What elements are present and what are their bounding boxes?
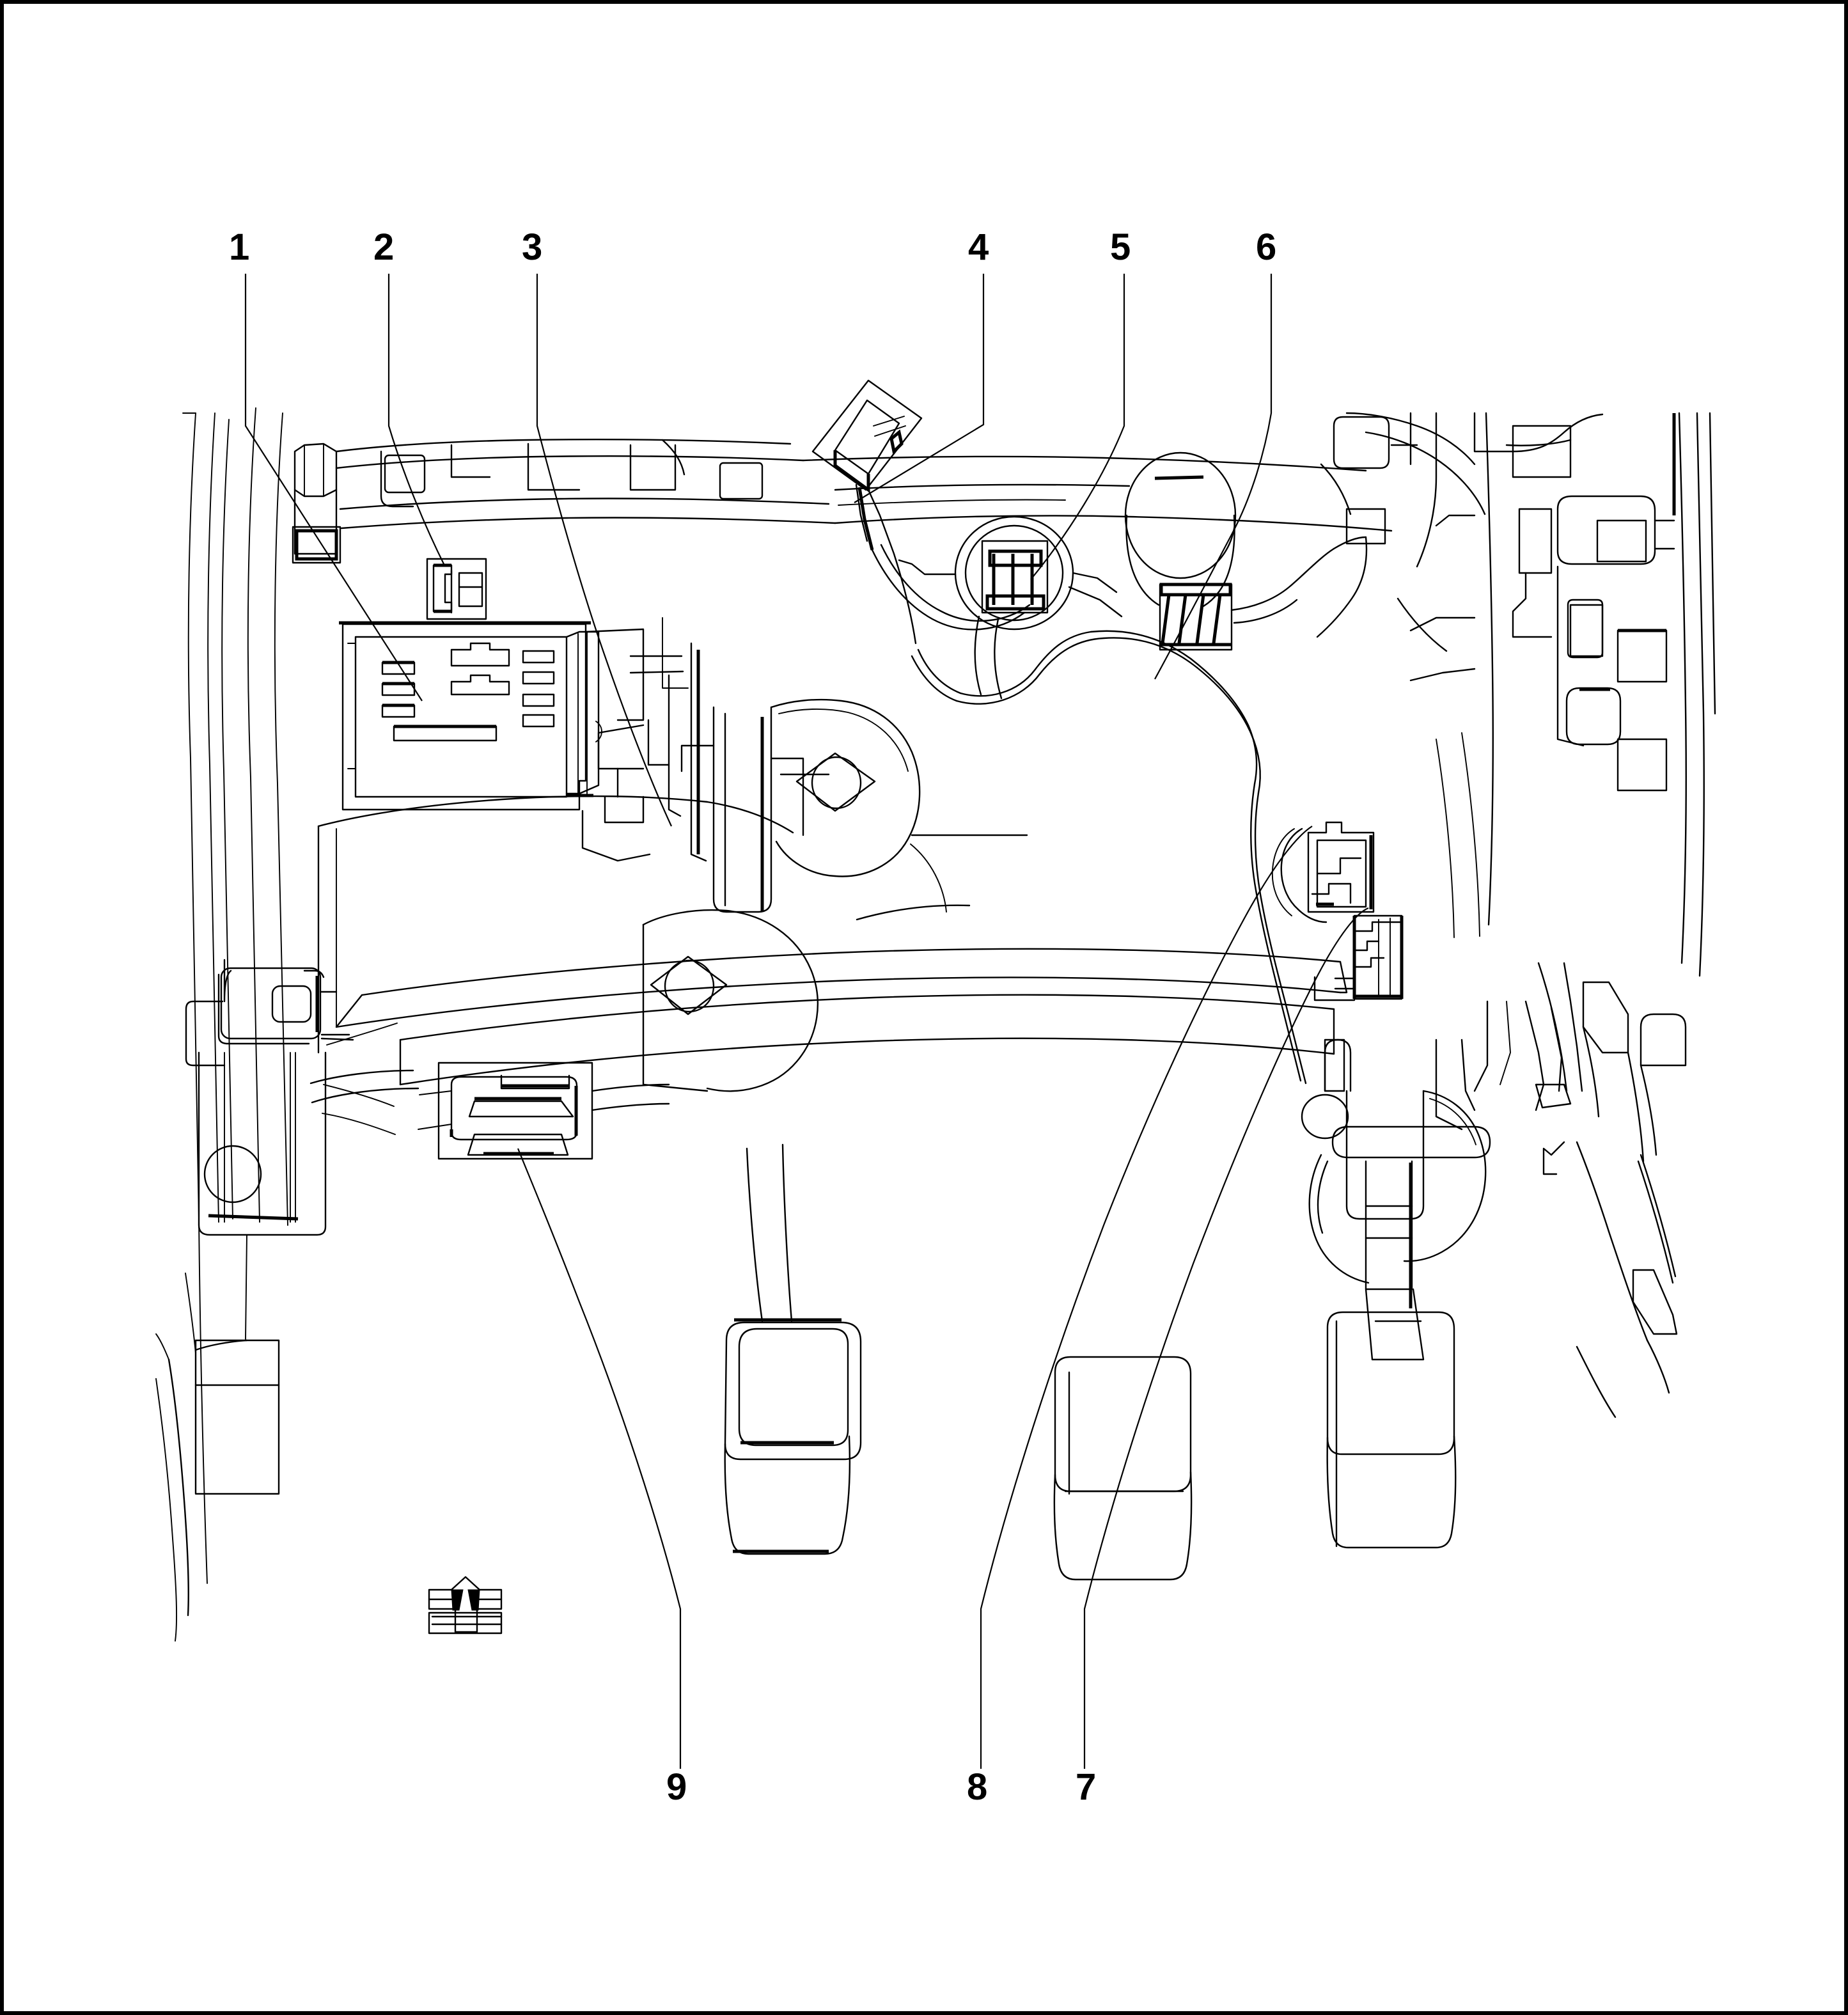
callout-label-5: 5 xyxy=(1110,226,1131,268)
direction-arrow-marker xyxy=(428,1576,503,1635)
artboard: 1 2 3 4 5 6 9 8 7 xyxy=(4,4,1844,2011)
callout-label-1: 1 xyxy=(229,226,250,268)
wiring-harness xyxy=(871,544,1307,1085)
kick-panel-bracket xyxy=(185,959,398,1236)
callout-label-4: 4 xyxy=(968,226,989,268)
dash-crossmember xyxy=(581,617,707,862)
floor-connector xyxy=(418,1062,593,1160)
callout-label-8: 8 xyxy=(967,1766,988,1808)
clutch-pedal xyxy=(1326,1311,1457,1549)
steering-column-assembly xyxy=(642,698,1028,1092)
callout-label-2: 2 xyxy=(373,226,395,268)
right-upper-trim xyxy=(1320,412,1486,652)
accelerator-pedal xyxy=(1053,1356,1193,1581)
lower-left-panel xyxy=(194,1234,280,1495)
callout-label-9: 9 xyxy=(666,1766,687,1808)
round-grommet-connector xyxy=(898,515,1123,700)
left-pillar-trim xyxy=(155,407,299,1642)
leader-lines xyxy=(244,274,1369,1769)
harness-floor-routing xyxy=(309,1069,670,1111)
angled-connector-upper xyxy=(811,379,923,645)
junction-block-fuse-panel xyxy=(339,558,602,811)
brake-pedal xyxy=(724,1143,862,1555)
callout-label-7: 7 xyxy=(1076,1766,1097,1808)
ignition-switch-barrel xyxy=(1124,451,1386,651)
callout-label-3: 3 xyxy=(522,226,543,268)
pedal-linkage-right xyxy=(1301,1000,1572,1361)
lower-right-connector-b xyxy=(1313,914,1404,1001)
callout-label-6: 6 xyxy=(1256,226,1277,268)
line-art-layer xyxy=(155,274,1716,1769)
lower-right-connector-a xyxy=(1271,821,1375,923)
dash-upper-structure xyxy=(292,439,1393,564)
footwell-brace xyxy=(317,795,1348,1086)
right-side-panel xyxy=(1409,412,1716,977)
right-outer-trim xyxy=(1537,962,1687,1418)
